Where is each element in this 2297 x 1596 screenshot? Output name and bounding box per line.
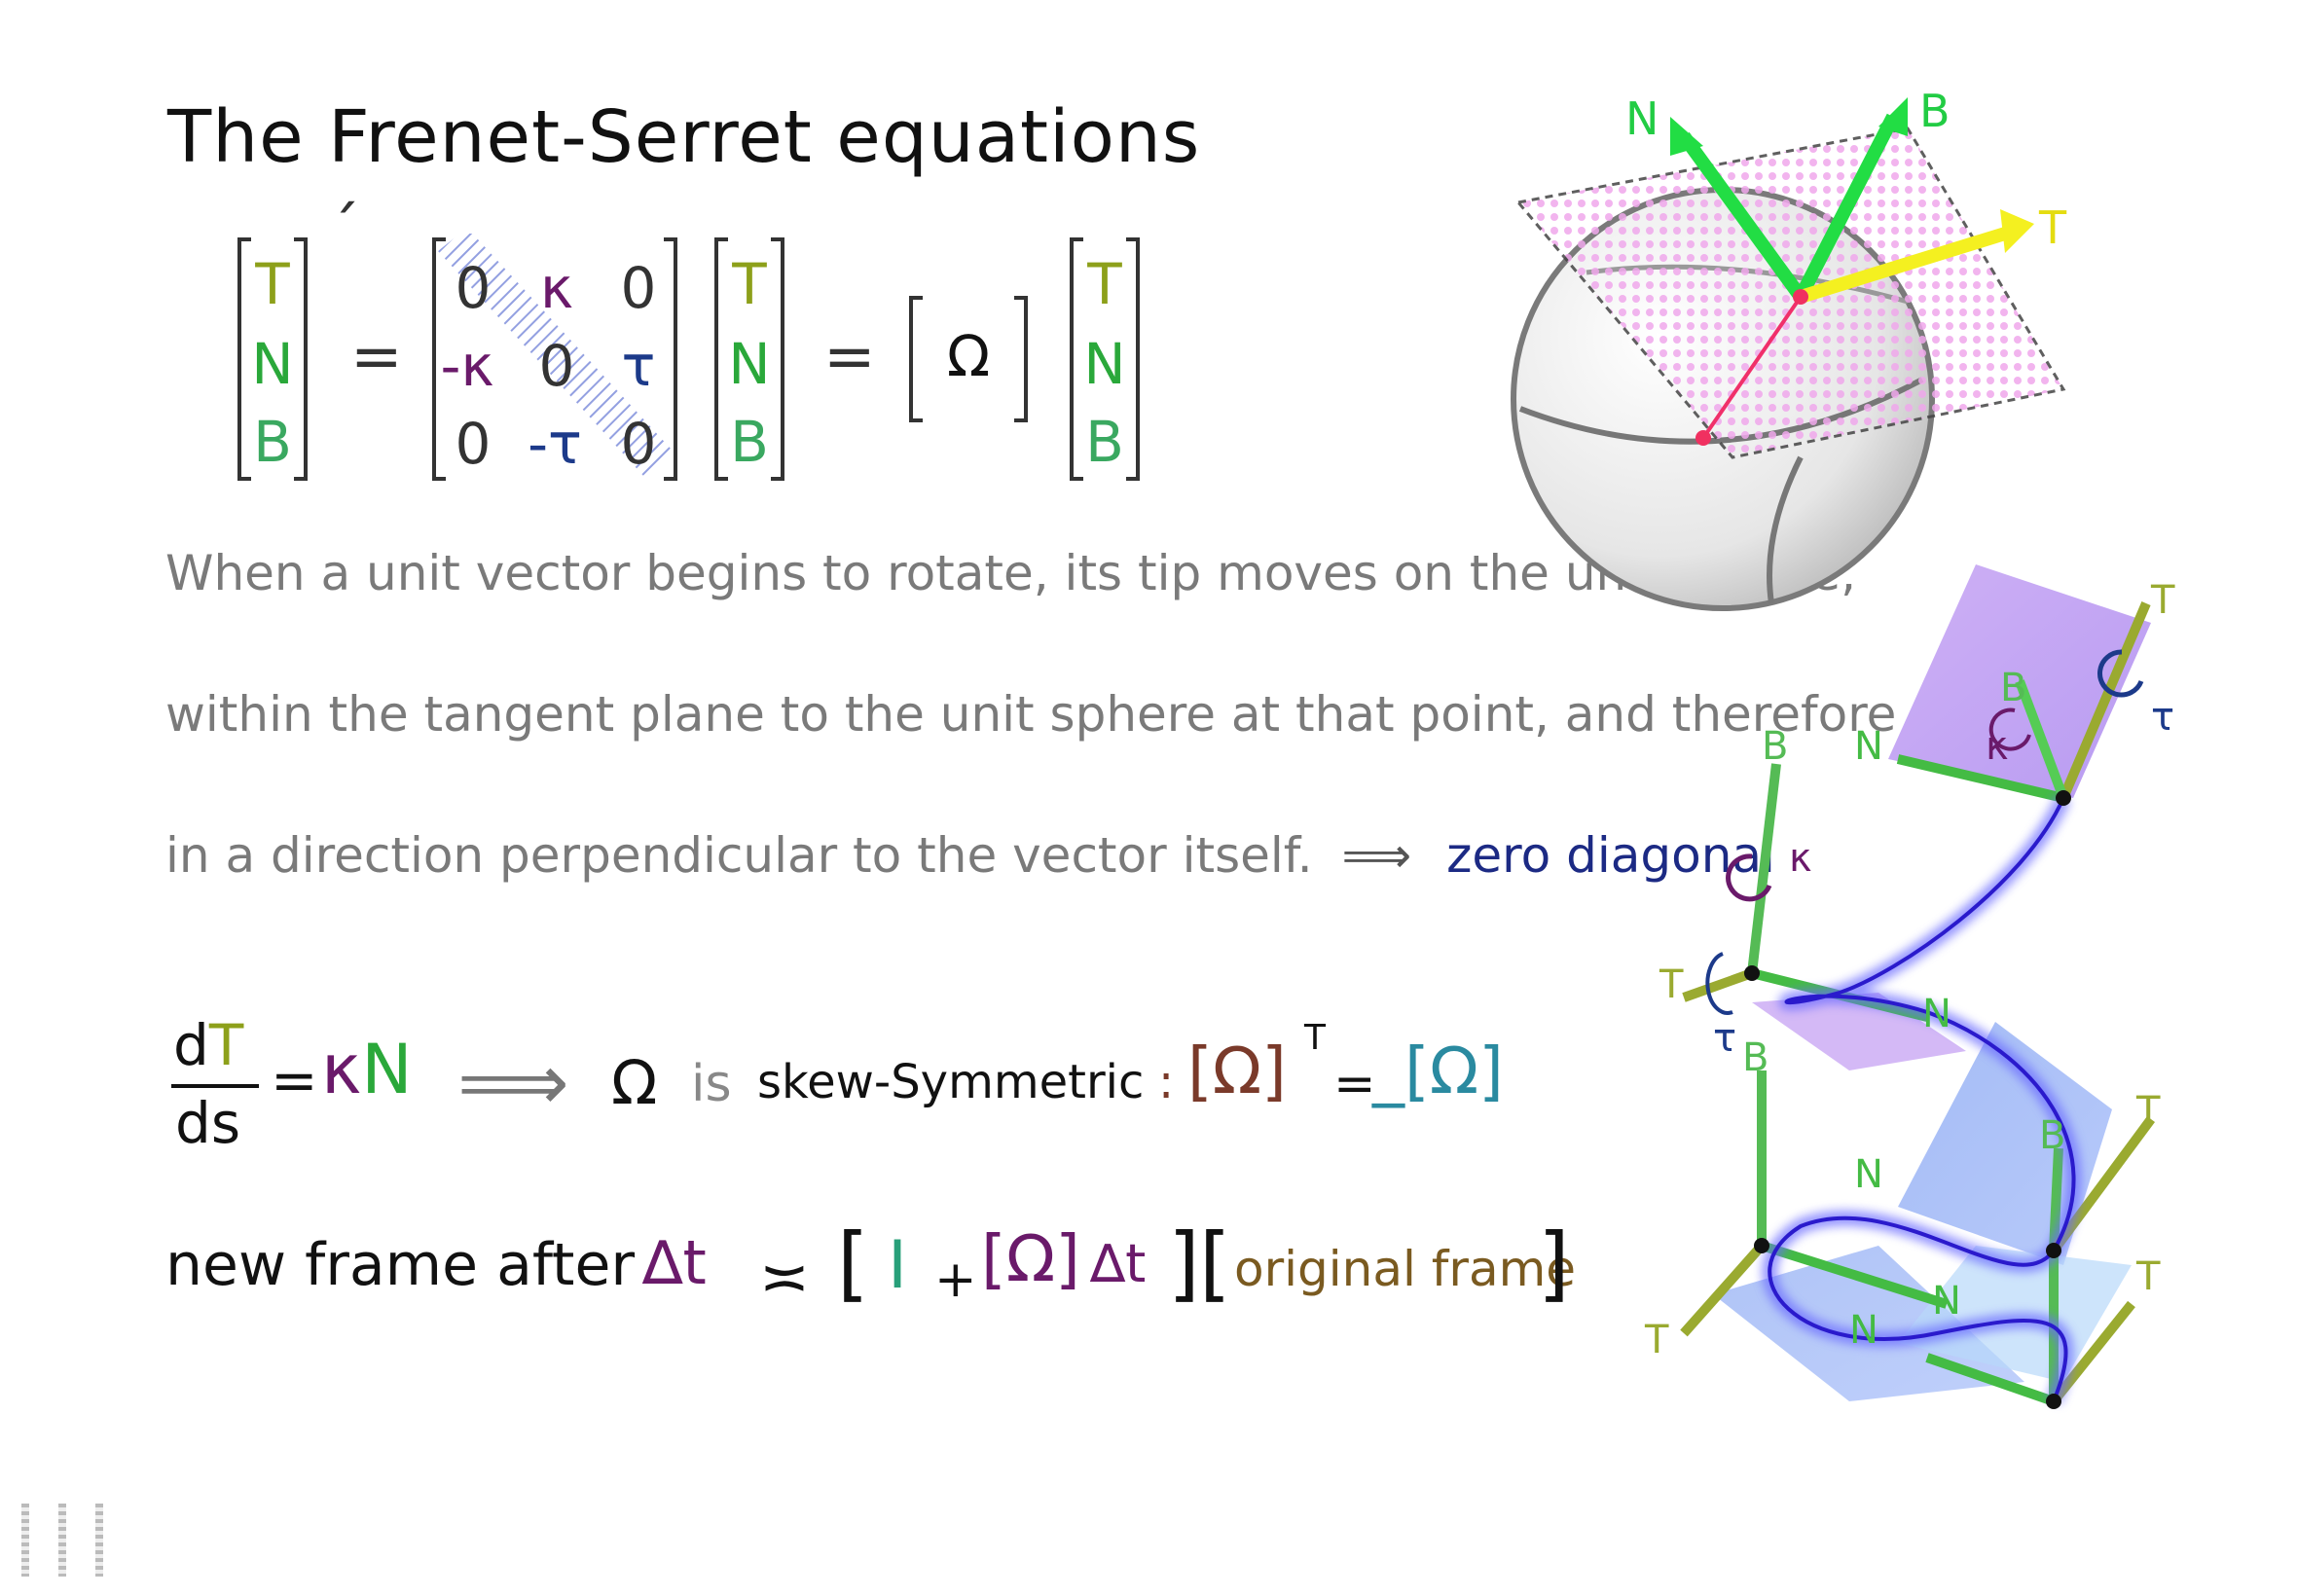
m10: -κ bbox=[440, 333, 494, 399]
deriv-N: N bbox=[361, 1030, 413, 1109]
m22: 0 bbox=[620, 411, 657, 477]
label-low-B2: B bbox=[2039, 1113, 2065, 1158]
label-top-N: N bbox=[1854, 724, 1883, 769]
minus-omega: _[Ω] bbox=[1372, 1034, 1504, 1108]
new-frame-prefix: new frame after bbox=[165, 1231, 636, 1299]
omega-transpose: [Ω] bbox=[1187, 1034, 1287, 1108]
space-curve-figure: T τ B κ N B κ T τ N B T B N T N N T bbox=[1644, 564, 2175, 1409]
label-mid-N: N bbox=[1922, 992, 1951, 1036]
paragraph-line-1: When a unit vector begins to rotate, its… bbox=[165, 545, 1856, 601]
equals-1: = bbox=[350, 321, 403, 393]
fraction-bar bbox=[171, 1084, 259, 1088]
B-arrow bbox=[1794, 113, 1900, 301]
label-mid-B: B bbox=[1762, 724, 1788, 769]
transpose-sup: T bbox=[1304, 1018, 1326, 1058]
m20: 0 bbox=[455, 411, 492, 477]
sphere-B-label: B bbox=[1919, 88, 1951, 137]
m02: 0 bbox=[620, 255, 657, 321]
label-top-B: B bbox=[2000, 666, 2026, 710]
rhs2-T: T bbox=[1087, 251, 1122, 317]
T-arrow bbox=[1798, 227, 2008, 304]
label-bot-N2: N bbox=[1849, 1308, 1878, 1353]
label-bot-N: N bbox=[1932, 1279, 1961, 1324]
d-top-T: T bbox=[208, 1012, 244, 1078]
unit-sphere-figure: N B T bbox=[1511, 88, 2067, 611]
deriv-kappa: κ bbox=[321, 1030, 362, 1109]
paragraph-line-3-text: in a direction perpendicular to the vect… bbox=[165, 827, 1313, 884]
plus-sign: + bbox=[934, 1251, 977, 1309]
original-close: ] bbox=[1538, 1215, 1570, 1311]
position-vector bbox=[1701, 295, 1803, 440]
deriv-arrow: ⟹ bbox=[457, 1037, 569, 1128]
rhs2-B: B bbox=[1085, 409, 1124, 475]
label-bot-T-left: T bbox=[1644, 1318, 1669, 1362]
omega-symbol: Ω bbox=[946, 323, 991, 389]
deriv-equals: = bbox=[271, 1047, 318, 1113]
label-low-T: T bbox=[2135, 1089, 2161, 1134]
m11: 0 bbox=[538, 333, 575, 399]
close-bracket: ] bbox=[1168, 1215, 1200, 1311]
omega-brackets bbox=[909, 296, 1028, 422]
label-mid-kappa: κ bbox=[1789, 836, 1812, 881]
dt: ∆t bbox=[1090, 1233, 1147, 1294]
ds: ds bbox=[175, 1090, 241, 1156]
page-marks bbox=[21, 1504, 109, 1577]
deriv-is: is bbox=[691, 1055, 732, 1113]
prime-mark: ´ bbox=[329, 195, 360, 267]
m00: 0 bbox=[455, 255, 492, 321]
label-bot-T-right: T bbox=[2135, 1254, 2161, 1299]
rhs2-vector-brackets bbox=[1070, 237, 1140, 481]
derivative-row: dT ds = κN ⟹ Ω is skew-Symmetric : [Ω] T… bbox=[165, 1012, 1528, 1156]
deriv-eq2: = bbox=[1333, 1055, 1376, 1113]
original-open: [ bbox=[1199, 1215, 1231, 1311]
label-low-B: B bbox=[1742, 1035, 1768, 1080]
rhs-vector-brackets bbox=[714, 237, 784, 481]
lhs-T: T bbox=[255, 251, 290, 317]
rhs-B: B bbox=[730, 409, 769, 475]
m21: -τ bbox=[528, 411, 582, 477]
omega-dt: [Ω] bbox=[981, 1221, 1080, 1296]
label-top-T: T bbox=[2150, 578, 2175, 623]
lhs-vector-brackets bbox=[237, 237, 308, 481]
lhs-B: B bbox=[253, 409, 292, 475]
approx-symbol: ≍ bbox=[759, 1241, 810, 1312]
rhs-N: N bbox=[728, 331, 771, 397]
frenet-equation: T N B ´ = 0 κ 0 -κ 0 τ 0 -τ 0 T N B = Ω … bbox=[224, 195, 1158, 496]
label-top-tau: τ bbox=[2151, 695, 2174, 740]
label-mid-T: T bbox=[1659, 962, 1684, 1007]
d-top: d bbox=[173, 1012, 209, 1078]
rhs2-N: N bbox=[1083, 331, 1126, 397]
N-arrow bbox=[1678, 131, 1806, 302]
paragraph-line-2: within the tangent plane to the unit sph… bbox=[165, 686, 1897, 743]
label-top-kappa: κ bbox=[1986, 724, 2009, 769]
new-frame-row: new frame after ∆t ≍ [ I + [Ω] ∆t ] [ or… bbox=[165, 1215, 1577, 1328]
implies-arrow: ⟹ bbox=[1341, 827, 1412, 884]
zero-diagonal-label: zero diagonal bbox=[1446, 827, 1775, 884]
sphere-N-label: N bbox=[1625, 92, 1659, 145]
equals-2: = bbox=[823, 321, 876, 393]
new-frame-delta-t: ∆t bbox=[642, 1227, 707, 1298]
original-frame: original frame bbox=[1234, 1241, 1577, 1297]
paragraph-line-3: in a direction perpendicular to the vect… bbox=[165, 827, 1775, 884]
page-title: The Frenet-Serret equations bbox=[167, 95, 1201, 179]
deriv-omega: Ω bbox=[611, 1047, 658, 1118]
m12: τ bbox=[621, 333, 656, 399]
identity-I: I bbox=[888, 1227, 908, 1304]
deriv-skew: skew-Symmetric bbox=[757, 1055, 1145, 1109]
sphere-T-label: T bbox=[2038, 201, 2067, 254]
open-bracket: [ bbox=[837, 1215, 869, 1311]
matrix-brackets bbox=[432, 234, 677, 481]
diagonal-highlight bbox=[438, 234, 672, 477]
label-mid-tau: τ bbox=[1713, 1016, 1736, 1061]
label-low-N: N bbox=[1854, 1152, 1883, 1197]
deriv-colon: : bbox=[1158, 1055, 1175, 1109]
lhs-N: N bbox=[251, 331, 294, 397]
rhs-T: T bbox=[732, 251, 767, 317]
m01: κ bbox=[539, 255, 574, 321]
